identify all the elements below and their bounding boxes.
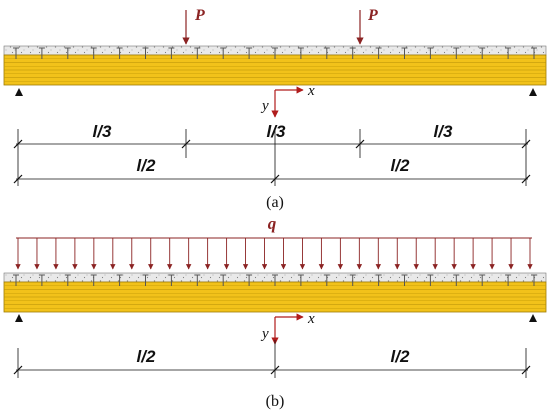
axis-y-label-a: y — [260, 98, 269, 114]
support-left-a — [15, 88, 23, 96]
coordinate-axes-b: x y — [260, 311, 315, 345]
dim-half-1-b: l/2 — [137, 347, 156, 366]
axis-x-label-b: x — [307, 311, 315, 327]
distributed-load-label: q — [268, 214, 277, 233]
shear-connectors-b — [13, 274, 537, 286]
axis-y-label-b: y — [260, 326, 269, 342]
support-right-a — [529, 88, 537, 96]
shear-connectors-a — [13, 47, 537, 59]
timber-grain-a — [4, 58, 546, 82]
point-load-right: P — [356, 7, 378, 45]
beam-a — [3, 45, 547, 86]
beam-b — [3, 272, 547, 313]
distributed-load-arrows — [15, 238, 533, 270]
dim-third-3: l/3 — [434, 122, 453, 141]
point-load-left-label: P — [194, 7, 205, 24]
dimension-halves-a: l/2 l/2 — [13, 128, 531, 186]
distributed-load: q — [15, 214, 533, 270]
panel-b: q x y l/2 l/2 — [3, 214, 547, 410]
coordinate-axes-a: x y — [260, 83, 315, 118]
panel-a: P P x y l/3 l/3 l/3 — [3, 7, 547, 211]
axis-x-label-a: x — [307, 83, 315, 99]
caption-b: (b) — [266, 393, 285, 410]
dim-half-2-b: l/2 — [391, 347, 410, 366]
point-load-left: P — [182, 7, 205, 45]
support-left-b — [15, 314, 23, 322]
dimension-halves-b: l/2 l/2 — [13, 340, 531, 378]
dim-half-1-a: l/2 — [137, 156, 156, 175]
dim-third-1: l/3 — [93, 122, 112, 141]
dim-half-2-a: l/2 — [391, 156, 410, 175]
dimension-thirds: l/3 l/3 l/3 — [13, 122, 531, 186]
support-right-b — [529, 314, 537, 322]
dim-third-2: l/3 — [267, 122, 286, 141]
point-load-right-label: P — [367, 7, 378, 24]
caption-a: (a) — [266, 194, 284, 211]
